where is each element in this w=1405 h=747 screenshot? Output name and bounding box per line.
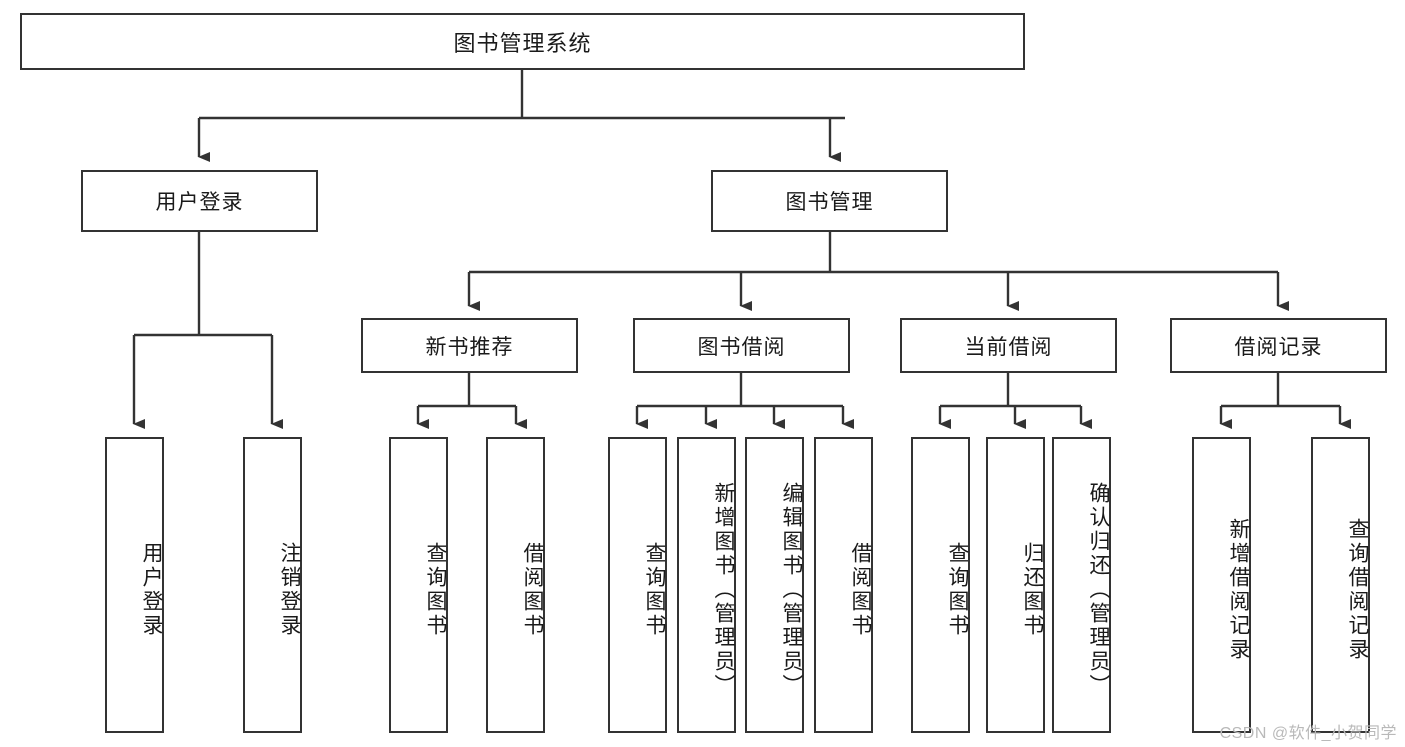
csdn-watermark: CSDN @软件_小贺同学	[1219, 725, 1397, 742]
leaf-return-book[interactable]: 归还图书	[986, 437, 1045, 733]
node-book-manage[interactable]: 图书管理	[711, 170, 948, 232]
node-current-borrow[interactable]: 当前借阅	[900, 318, 1117, 373]
leaf-add-record[interactable]: 新增借阅记录	[1192, 437, 1251, 733]
leaf-query-record[interactable]: 查询借阅记录	[1311, 437, 1370, 733]
leaf-query-book-1[interactable]: 查询图书	[389, 437, 448, 733]
leaf-add-book[interactable]: 新增图书（管理员）	[677, 437, 736, 733]
leaf-query-book-3[interactable]: 查询图书	[911, 437, 970, 733]
node-borrow-record[interactable]: 借阅记录	[1170, 318, 1387, 373]
leaf-user-login[interactable]: 用户登录	[105, 437, 164, 733]
leaf-borrow-book-2[interactable]: 借阅图书	[814, 437, 873, 733]
node-new-book-rec[interactable]: 新书推荐	[361, 318, 578, 373]
leaf-confirm-return[interactable]: 确认归还（管理员）	[1052, 437, 1111, 733]
node-root-system[interactable]: 图书管理系统	[20, 13, 1025, 70]
node-book-borrow[interactable]: 图书借阅	[633, 318, 850, 373]
leaf-borrow-book-1[interactable]: 借阅图书	[486, 437, 545, 733]
leaf-logout-login[interactable]: 注销登录	[243, 437, 302, 733]
node-user-login[interactable]: 用户登录	[81, 170, 318, 232]
leaf-edit-book[interactable]: 编辑图书（管理员）	[745, 437, 804, 733]
leaf-query-book-2[interactable]: 查询图书	[608, 437, 667, 733]
